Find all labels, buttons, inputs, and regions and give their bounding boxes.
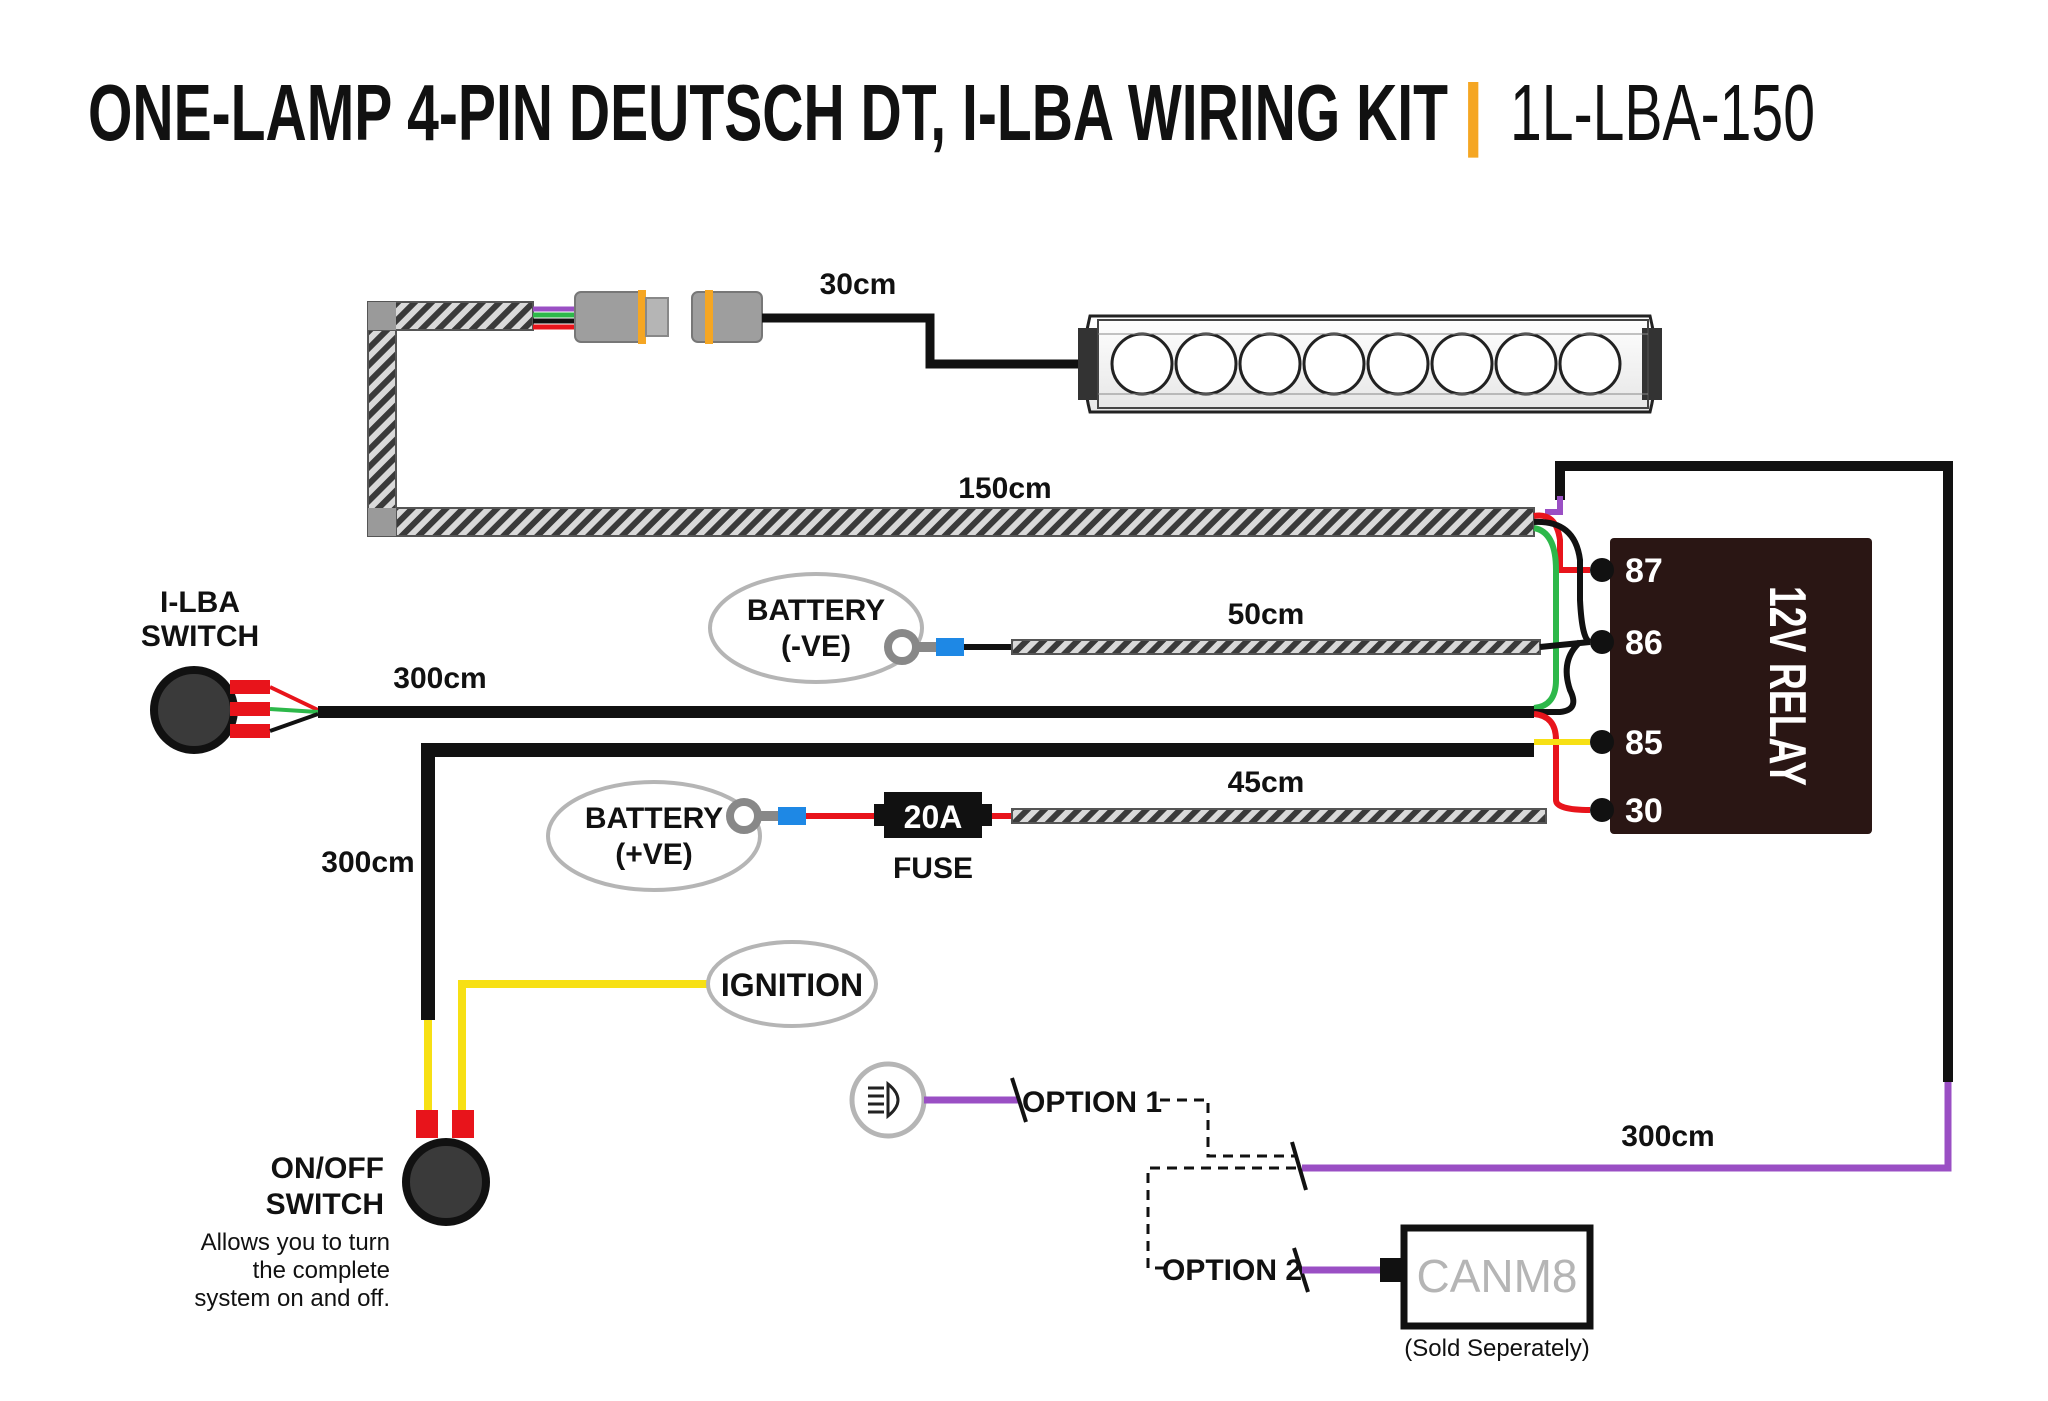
main-loom: 150cm [367, 301, 1535, 537]
relay-name: 12V RELAY [1758, 586, 1816, 786]
svg-text:87: 87 [1625, 552, 1663, 590]
canm8-module [1400, 1224, 1594, 1330]
canm8-label: CANM8 [1416, 1250, 1577, 1302]
led-light-bar-icon [1078, 314, 1662, 414]
svg-text:Allows you to turn: Allows you to turn [201, 1229, 390, 1256]
relay-pin-30: 30 [1590, 792, 1663, 830]
relay-body [1610, 538, 1872, 834]
svg-text:BATTERY: BATTERY [585, 802, 723, 835]
svg-text:the complete: the complete [253, 1257, 390, 1284]
fuse-rating: 20A [904, 799, 963, 835]
ilba-switch: I-LBA SWITCH 300cm [141, 586, 1534, 754]
battery-neg-length: 50cm [1228, 598, 1305, 631]
ring-terminal-icon [884, 629, 920, 665]
main-loom-length: 150cm [958, 472, 1051, 505]
ignition-label: IGNITION [721, 967, 863, 1003]
round-rocker-switch-icon [150, 666, 238, 754]
onoff-lead: 300cm [321, 743, 1534, 1110]
connector-wires [533, 306, 575, 330]
ignition-label-bubble [706, 940, 878, 1028]
battery-neg-label-bubble [708, 572, 924, 684]
relay-pin-85: 85 [1590, 724, 1663, 762]
option-1: OPTION 1 [849, 1061, 1296, 1158]
svg-text:85: 85 [1625, 724, 1663, 762]
svg-text:(+VE): (+VE) [615, 838, 693, 871]
relay-12v: 12V RELAY 87 86 85 30 [1590, 538, 1872, 834]
battery-pos-length: 45cm [1228, 766, 1305, 799]
deutsch-dt-connector-icon [574, 290, 763, 344]
relay-pin-87: 87 [1590, 552, 1663, 590]
onoff-switch: ON/OFF SWITCH Allows you to turn the com… [194, 1110, 490, 1312]
relay-wiring [1533, 512, 1592, 813]
svg-text:ON/OFF: ON/OFF [271, 1152, 384, 1185]
option-1-label: OPTION 1 [1022, 1086, 1162, 1119]
option-2-label: OPTION 2 [1162, 1254, 1302, 1287]
title-separator: | [1462, 68, 1484, 158]
part-number: 1L-LBA-150 [1510, 68, 1815, 157]
option-switch-point [1290, 1141, 1308, 1191]
battery-negative: BATTERY (-VE) 50cm [708, 572, 1591, 684]
onoff-lead-length: 300cm [321, 846, 414, 879]
svg-text:(-VE): (-VE) [781, 630, 851, 663]
trigger-lead: 300cm [1302, 461, 1953, 1172]
ring-terminal-icon [726, 798, 762, 834]
svg-text:I-LBA: I-LBA [160, 586, 240, 619]
trigger-lead-length: 300cm [1621, 1120, 1714, 1153]
loom-corner [368, 508, 396, 536]
svg-text:SWITCH: SWITCH [141, 620, 259, 653]
loom-corner-top [368, 302, 396, 330]
ignition-wire: IGNITION [458, 940, 878, 1110]
fuse-label: FUSE [893, 852, 973, 885]
option-2: OPTION 2 CANM8 (Sold Seperately) [1146, 1166, 1594, 1362]
svg-text:86: 86 [1625, 624, 1663, 662]
fuse-20a: 20A FUSE [874, 792, 992, 885]
title-text: ONE-LAMP 4-PIN DEUTSCH DT, I-LBA WIRING … [88, 68, 1448, 157]
battery-positive: BATTERY (+VE) 20A FUSE 45cm [546, 766, 1547, 892]
lamp-lead: 30cm [762, 268, 1080, 369]
svg-text:BATTERY: BATTERY [747, 594, 885, 627]
lamp-lead-length: 30cm [820, 268, 897, 301]
loom-bottom-section [395, 507, 1535, 537]
svg-text:30: 30 [1625, 792, 1663, 830]
canm8-note: (Sold Seperately) [1404, 1335, 1589, 1362]
svg-text:system on and off.: system on and off. [194, 1285, 390, 1312]
battery-pos-label-bubble [546, 780, 762, 892]
switch-lead-length: 300cm [393, 662, 486, 695]
loom-vertical-section [367, 301, 397, 537]
relay-pin-86: 86 [1590, 624, 1663, 662]
diagram-title: ONE-LAMP 4-PIN DEUTSCH DT, I-LBA WIRING … [88, 68, 1815, 158]
svg-text:SWITCH: SWITCH [266, 1188, 384, 1221]
round-rocker-switch-icon [402, 1138, 490, 1226]
